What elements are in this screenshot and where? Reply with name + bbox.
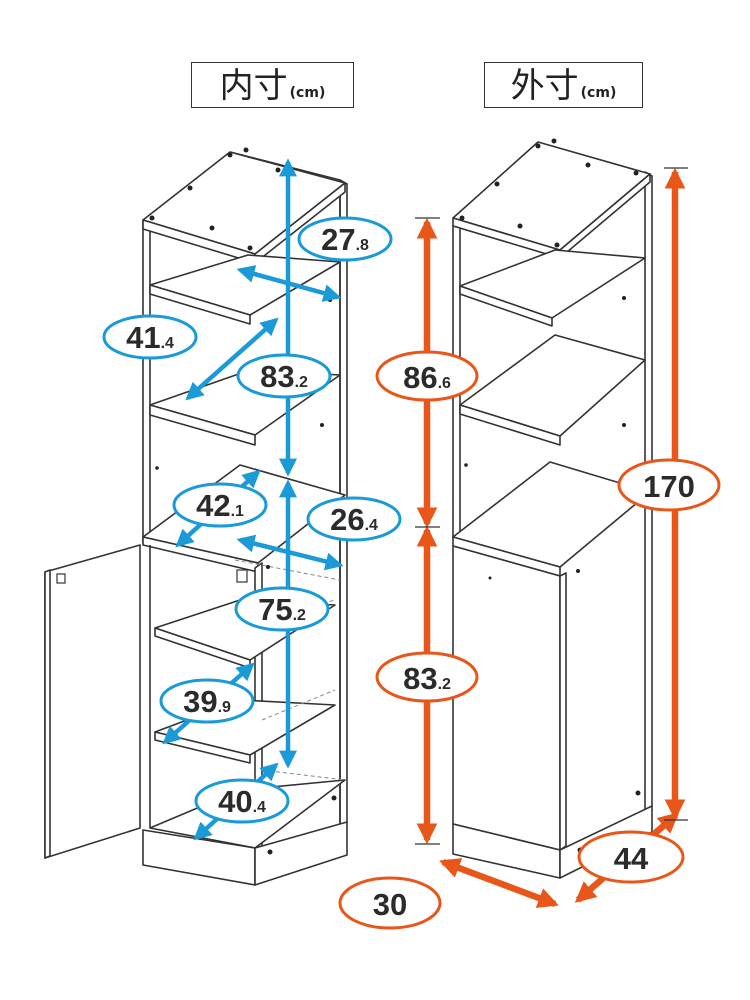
inner-dim-text-6: 75.2 xyxy=(258,592,306,627)
left-cabinet-open-door xyxy=(44,544,141,859)
outer-label-texts: 86.6 83.2 170 30 44 xyxy=(373,360,695,922)
outer-label-bubble-2 xyxy=(375,651,479,703)
outer-label-bubble-1 xyxy=(375,350,479,402)
inner-label-bubble-6 xyxy=(234,586,330,632)
outer-title-unit: (cm) xyxy=(580,85,617,101)
right-cabinet-screw-holes xyxy=(459,138,641,853)
inner-label-bubble-1 xyxy=(297,216,393,262)
inner-label-bubble-4 xyxy=(172,482,268,528)
right-cabinet-shelf-1 xyxy=(459,249,646,319)
right-cabinet-drawing xyxy=(452,141,653,879)
inner-dim-text-5: 26.4 xyxy=(330,502,378,537)
inner-dim-text-7: 39.9 xyxy=(183,684,231,719)
arrow-middle-depth xyxy=(236,534,344,571)
inner-dim-text-4: 42.1 xyxy=(196,488,244,523)
inner-label-bubble-2 xyxy=(102,314,198,360)
inner-dim-text-8: 40.4 xyxy=(218,784,266,819)
outer-dim-text-4: 30 xyxy=(373,887,407,922)
inner-label-bubble-3 xyxy=(236,353,332,399)
inner-label-texts: 27.8 41.4 83.2 42.1 26.4 75.2 39.9 40.4 xyxy=(126,222,378,819)
inner-label-bubble-7 xyxy=(159,678,255,724)
outer-label-bubble-3 xyxy=(617,458,721,512)
left-cabinet-left-post xyxy=(142,219,151,546)
arrow-outer-width xyxy=(439,858,559,908)
right-cabinet-closed-door xyxy=(452,545,561,851)
inner-label-bubble-5 xyxy=(306,496,402,542)
door-hinge xyxy=(236,569,248,583)
inner-title-unit: (cm) xyxy=(289,85,326,101)
outer-dimensions-title: 外寸 (cm) xyxy=(484,62,643,108)
outer-label-bubble-4 xyxy=(338,876,442,930)
outer-dim-text-2: 83.2 xyxy=(403,661,451,696)
outer-dim-text-1: 86.6 xyxy=(403,360,451,395)
inner-dimensions-title: 内寸 (cm) xyxy=(191,62,354,108)
outer-title-text: 外寸 xyxy=(510,66,579,106)
inner-dim-text-1: 27.8 xyxy=(321,222,369,257)
inner-labels xyxy=(102,216,402,824)
outer-dim-text-5: 44 xyxy=(614,841,649,876)
inner-label-bubble-8 xyxy=(194,778,290,824)
arrow-upper-width xyxy=(185,317,279,401)
outer-label-bubble-5 xyxy=(577,830,685,884)
inner-title-text: 内寸 xyxy=(219,66,288,106)
inner-dim-text-2: 41.4 xyxy=(126,320,174,355)
left-cabinet-shelf-1 xyxy=(149,254,341,316)
outer-labels xyxy=(338,350,721,930)
door-latch xyxy=(56,573,66,584)
outer-dim-text-3: 170 xyxy=(643,469,695,504)
arrow-upper-depth xyxy=(236,265,342,302)
inner-dim-text-3: 83.2 xyxy=(260,359,308,394)
